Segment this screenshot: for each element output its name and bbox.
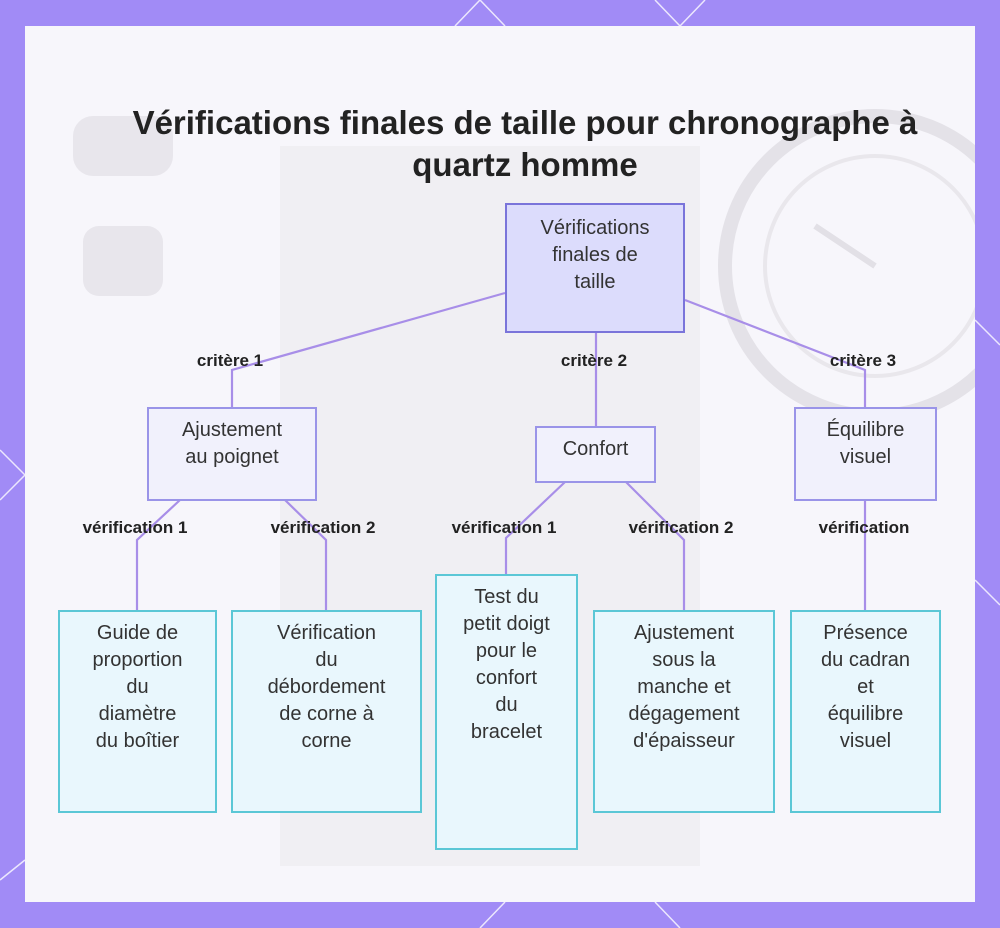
edge-label-check-3: vérification 1 xyxy=(451,518,557,537)
edge-label-criterion-1: critère 1 xyxy=(196,351,264,370)
edge-label-criterion-2: critère 2 xyxy=(560,351,628,370)
check-node-dial-presence: Présence du cadran et équilibre visuel xyxy=(790,610,941,813)
edge-criterion-1-check-1 xyxy=(135,499,181,610)
criterion-node-comfort: Confort xyxy=(535,426,656,483)
criterion-node-wrist-fit: Ajustement au poignet xyxy=(147,407,317,501)
edge-criterion-2-check-2 xyxy=(625,481,686,610)
edge-criterion-2-check-1 xyxy=(504,481,566,574)
check-node-sleeve-clearance: Ajustement sous la manche et dégagement … xyxy=(593,610,775,813)
edge-label-check-1: vérification 1 xyxy=(82,518,188,537)
check-node-case-diameter-guide: Guide de proportion du diamètre du boîti… xyxy=(58,610,217,813)
root-node: Vérifications finales de taille xyxy=(505,203,685,333)
diagram-title: Vérifications finales de taille pour chr… xyxy=(132,104,918,183)
edge-label-check-4: vérification 2 xyxy=(628,518,734,537)
edge-label-check-5: vérification xyxy=(818,518,910,537)
edge-root-criterion-1 xyxy=(230,291,506,407)
edge-criterion-1-check-2 xyxy=(284,499,328,610)
check-node-pinky-finger-test: Test du petit doigt pour le confort du b… xyxy=(435,574,578,850)
criterion-node-visual-balance: Équilibre visuel xyxy=(794,407,937,501)
check-node-lug-to-lug-overhang: Vérification du débordement de corne à c… xyxy=(231,610,422,813)
edge-label-check-2: vérification 2 xyxy=(270,518,376,537)
edge-root-criterion-3 xyxy=(684,298,867,407)
edge-label-criterion-3: critère 3 xyxy=(829,351,897,370)
